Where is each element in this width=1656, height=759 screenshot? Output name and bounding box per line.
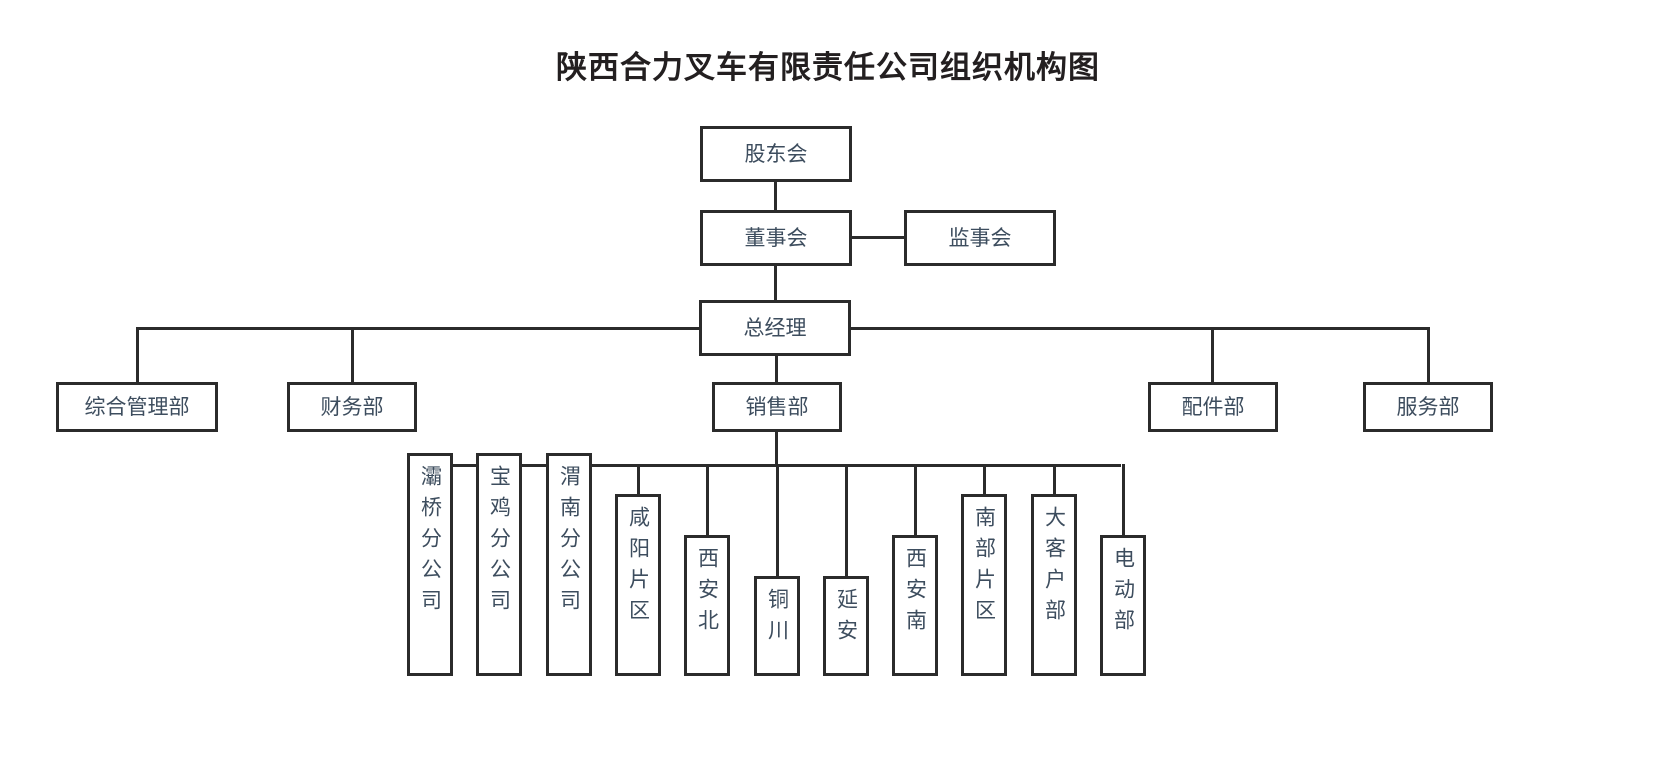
page-title: 陕西合力叉车有限责任公司组织机构图 [556,50,1100,86]
edge-sales-key-account [1053,464,1056,494]
node-branch-tongchuan[interactable]: 铜川 [754,576,800,676]
node-supervisors[interactable]: 监事会 [904,210,1056,266]
node-branch-baoji[interactable]: 宝鸡分公司 [476,453,522,676]
edge-sales-xian-north [706,464,709,535]
node-dept-finance[interactable]: 财务部 [287,382,417,432]
edge-gm-stem-sales [775,356,778,382]
node-branch-xianyang[interactable]: 咸阳片区 [615,494,661,676]
node-dept-sales-label: 销售部 [745,394,809,419]
node-general-manager-label: 总经理 [743,315,807,340]
node-branch-bahe-label: 灞桥分公司 [418,465,443,620]
node-branch-xian-south[interactable]: 西安南 [892,535,938,676]
node-dept-service[interactable]: 服务部 [1363,382,1493,432]
edge-bus-stem-service [1427,327,1430,382]
node-branch-electric[interactable]: 电动部 [1100,535,1146,676]
node-branch-xian-north[interactable]: 西安北 [684,535,730,676]
edge-bus-stem-admin [136,327,139,382]
node-dept-admin[interactable]: 综合管理部 [56,382,218,432]
node-branch-weinan[interactable]: 渭南分公司 [546,453,592,676]
node-branch-yanan[interactable]: 延安 [823,576,869,676]
node-branch-xian-north-label: 西安北 [695,547,720,640]
node-dept-service-label: 服务部 [1396,394,1460,419]
node-board[interactable]: 董事会 [700,210,852,266]
node-branch-key-account-label: 大客户部 [1042,506,1067,630]
node-general-manager[interactable]: 总经理 [699,300,851,356]
node-branch-south-area[interactable]: 南部片区 [961,494,1007,676]
node-shareholders-label: 股东会 [744,141,808,166]
node-shareholders[interactable]: 股东会 [700,126,852,182]
edge-bus-stem-parts [1211,327,1214,382]
node-branch-xian-south-label: 西安南 [903,547,928,640]
node-dept-parts-label: 配件部 [1181,394,1245,419]
edge-bus-stem-finance [351,327,354,382]
edge-board-supervisors [852,236,904,239]
node-supervisors-label: 监事会 [948,225,1012,250]
edge-gm-bus-left [136,327,701,330]
node-branch-tongchuan-label: 铜川 [765,588,790,650]
node-dept-parts[interactable]: 配件部 [1148,382,1278,432]
edge-sales-tongchuan [776,464,779,576]
node-branch-yanan-label: 延安 [834,588,859,650]
edge-sales-drop [775,432,778,465]
node-branch-bahe[interactable]: 灞桥分公司 [407,453,453,676]
node-dept-sales[interactable]: 销售部 [712,382,842,432]
edge-sales-bus [429,464,1121,467]
edge-sales-electric [1122,464,1125,535]
node-board-label: 董事会 [744,225,808,250]
node-branch-electric-label: 电动部 [1111,547,1136,640]
edge-sales-xian-south [914,464,917,535]
edge-board-gm [774,266,777,300]
edge-shareholders-board [774,182,777,210]
node-branch-weinan-label: 渭南分公司 [557,465,582,620]
node-dept-finance-label: 财务部 [320,394,384,419]
node-branch-xianyang-label: 咸阳片区 [626,506,651,630]
node-branch-south-area-label: 南部片区 [972,506,997,630]
node-branch-key-account[interactable]: 大客户部 [1031,494,1077,676]
edge-sales-yanan [845,464,848,576]
node-dept-admin-label: 综合管理部 [84,394,190,419]
edge-sales-xianyang [637,464,640,494]
edge-sales-south-area [983,464,986,494]
edge-gm-bus-right [851,327,1429,330]
node-branch-baoji-label: 宝鸡分公司 [487,465,512,620]
